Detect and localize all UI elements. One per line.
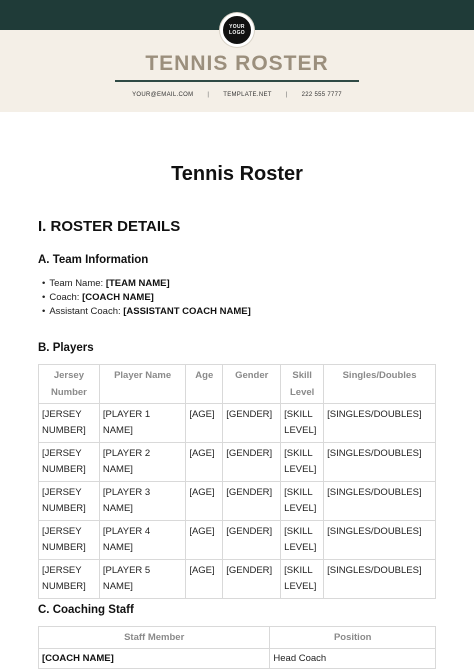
table-cell: [AGE] xyxy=(185,403,224,443)
table-cell: [GENDER] xyxy=(222,559,282,599)
table-cell: [PLAYER 1 NAME] xyxy=(98,403,187,443)
contact-separator: | xyxy=(285,92,288,98)
column-header: Gender xyxy=(222,364,282,404)
table-cell: [SKILL LEVEL] xyxy=(280,481,325,521)
contact-line: YOUR@EMAIL.COM | TEMPLATE.NET | 222 555 … xyxy=(0,92,474,98)
table-row: [COACH NAME] Head Coach xyxy=(37,648,436,669)
letterhead-divider xyxy=(115,80,359,82)
table-cell: [GENDER] xyxy=(222,403,282,443)
table-cell: [GENDER] xyxy=(222,520,282,560)
table-cell: [PLAYER 5 NAME] xyxy=(98,559,187,599)
logo-text-line1: YOUR xyxy=(229,24,245,30)
table-cell: [SINGLES/DOUBLES] xyxy=(323,442,436,482)
players-header-row: Jersey Number Player Name Age Gender Ski… xyxy=(38,364,436,404)
table-cell: [AGE] xyxy=(185,442,224,482)
table-cell: [SKILL LEVEL] xyxy=(280,520,325,560)
table-cell: [AGE] xyxy=(185,559,224,599)
staff-header-row: Staff Member Position xyxy=(37,626,436,649)
team-info-heading: A. Team Information xyxy=(38,254,149,266)
table-cell: [AGE] xyxy=(185,520,224,560)
coaching-staff-table: Staff Member Position [COACH NAME] Head … xyxy=(37,626,436,669)
table-cell: [JERSEY NUMBER] xyxy=(38,520,100,560)
table-row: [JERSEY NUMBER] [PLAYER 3 NAME] [AGE] [G… xyxy=(38,481,436,521)
coaching-staff-heading: C. Coaching Staff xyxy=(38,604,134,616)
column-header: Singles/Doubles xyxy=(323,364,436,404)
team-info-list: Team Name: [TEAM NAME] Coach: [COACH NAM… xyxy=(42,277,251,319)
table-cell: [SINGLES/DOUBLES] xyxy=(323,481,436,521)
table-cell: Head Coach xyxy=(269,648,436,669)
column-header: Jersey Number xyxy=(38,364,100,404)
table-cell: [GENDER] xyxy=(222,481,282,521)
table-cell: [PLAYER 3 NAME] xyxy=(98,481,187,521)
table-cell: [JERSEY NUMBER] xyxy=(38,442,100,482)
table-cell: [COACH NAME] xyxy=(37,648,271,669)
company-logo: YOUR LOGO xyxy=(220,13,254,47)
table-cell: [PLAYER 4 NAME] xyxy=(98,520,187,560)
contact-separator: | xyxy=(207,92,210,98)
document-title: Tennis Roster xyxy=(171,163,303,185)
contact-website: TEMPLATE.NET xyxy=(223,92,272,98)
table-row: [JERSEY NUMBER] [PLAYER 4 NAME] [AGE] [G… xyxy=(38,520,436,560)
table-cell: [SINGLES/DOUBLES] xyxy=(323,520,436,560)
table-cell: [SKILL LEVEL] xyxy=(280,559,325,599)
section-heading-roster-details: I. ROSTER DETAILS xyxy=(38,218,181,235)
table-cell: [AGE] xyxy=(185,481,224,521)
column-header: Staff Member xyxy=(37,626,271,649)
team-info-item: Assistant Coach: [ASSISTANT COACH NAME] xyxy=(42,305,250,319)
contact-phone: 222 555 7777 xyxy=(301,92,342,98)
table-row: [JERSEY NUMBER] [PLAYER 2 NAME] [AGE] [G… xyxy=(38,442,436,482)
team-info-item: Team Name: [TEAM NAME] xyxy=(42,277,251,291)
table-row: [JERSEY NUMBER] [PLAYER 1 NAME] [AGE] [G… xyxy=(38,403,436,443)
table-cell: [JERSEY NUMBER] xyxy=(38,403,100,443)
table-cell: [SINGLES/DOUBLES] xyxy=(323,559,436,599)
players-table: Jersey Number Player Name Age Gender Ski… xyxy=(38,364,436,599)
table-cell: [GENDER] xyxy=(222,442,282,482)
column-header: Player Name xyxy=(98,364,187,404)
column-header: Skill Level xyxy=(280,364,325,404)
table-cell: [PLAYER 2 NAME] xyxy=(98,442,187,482)
table-cell: [SKILL LEVEL] xyxy=(280,442,325,482)
contact-email: YOUR@EMAIL.COM xyxy=(132,92,194,98)
team-info-item: Coach: [COACH NAME] xyxy=(42,291,251,305)
column-header: Age xyxy=(185,364,224,404)
players-heading: B. Players xyxy=(38,342,94,354)
table-cell: [JERSEY NUMBER] xyxy=(38,481,100,521)
table-cell: [JERSEY NUMBER] xyxy=(38,559,100,599)
letterhead-title: TENNIS ROSTER xyxy=(145,52,329,75)
logo-text-line2: LOGO xyxy=(229,30,245,36)
column-header: Position xyxy=(269,626,436,649)
table-cell: [SKILL LEVEL] xyxy=(280,403,325,443)
table-cell: [SINGLES/DOUBLES] xyxy=(323,403,436,443)
table-row: [JERSEY NUMBER] [PLAYER 5 NAME] [AGE] [G… xyxy=(38,559,436,599)
